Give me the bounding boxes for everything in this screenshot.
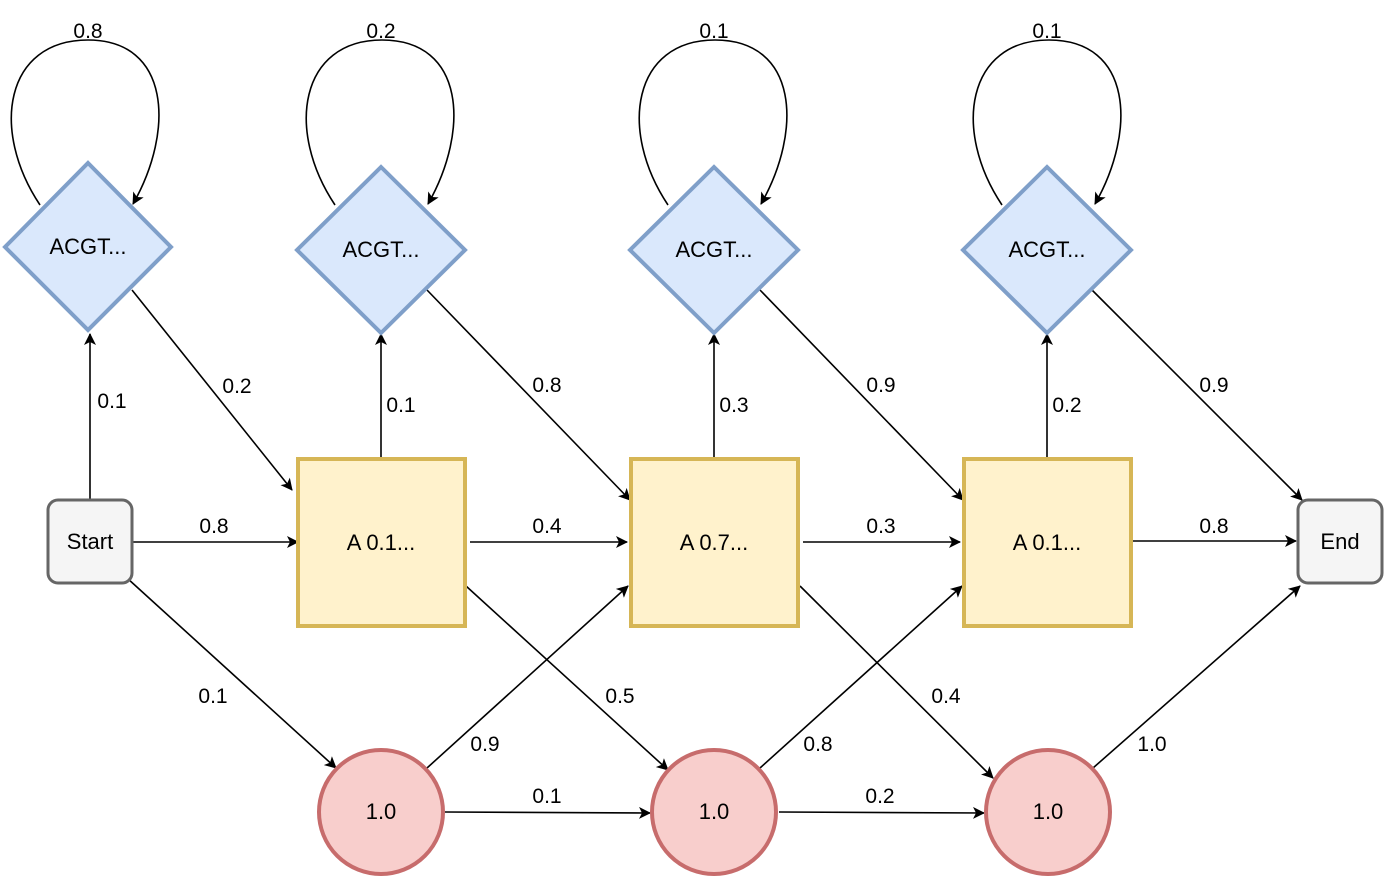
edge-start-delete — [126, 577, 337, 769]
label-start-insert: 0.1 — [97, 390, 126, 413]
insert-state-0[interactable]: ACGT... — [2, 160, 174, 333]
match-state-2-shape — [962, 457, 1133, 628]
delete-state-0-label: 1.0 — [366, 799, 397, 824]
insert-state-3-label: ACGT... — [1008, 237, 1085, 262]
end-node-shape — [1296, 498, 1384, 585]
insert-state-3-shape — [960, 164, 1134, 336]
label-insert1-next: 0.8 — [532, 374, 561, 397]
match-state-0[interactable]: A 0.1... — [296, 457, 467, 628]
edge-delete0-delete1 — [444, 806, 651, 819]
label-start-match: 0.8 — [199, 515, 228, 538]
insert-state-2-shape — [627, 164, 801, 336]
edge-match1-delete2 — [799, 585, 994, 779]
insert-state-2-label: ACGT... — [675, 237, 752, 262]
insert-state-0-shape — [2, 160, 174, 333]
insert-state-3[interactable]: ACGT... — [960, 164, 1134, 336]
delete-state-1-shape — [650, 748, 778, 876]
delete-state-2-shape — [984, 748, 1112, 876]
label-match0-delete: 0.5 — [605, 685, 634, 708]
label-match2-insert: 0.2 — [1052, 394, 1081, 417]
edge-delete2-end — [1092, 585, 1301, 769]
match-state-1-label: A 0.7... — [680, 530, 749, 555]
label-delete0-delete1: 0.1 — [532, 785, 561, 808]
match-state-2[interactable]: A 0.1... — [962, 457, 1133, 628]
label-insert-self-3: 0.1 — [1032, 20, 1061, 43]
match-state-1-shape — [629, 457, 800, 628]
label-match0-match1: 0.4 — [532, 515, 562, 538]
insert-self-loop-2 — [638, 39, 788, 206]
label-match1-delete: 0.4 — [931, 685, 961, 708]
label-match2-end: 0.8 — [1199, 515, 1228, 538]
delete-state-2-label: 1.0 — [1033, 799, 1064, 824]
match-state-1[interactable]: A 0.7... — [629, 457, 800, 628]
label-delete0-match: 0.9 — [470, 733, 499, 756]
label-insert2-next: 0.9 — [866, 374, 895, 397]
label-start-delete: 0.1 — [198, 685, 227, 708]
edge-delete1-match2 — [759, 585, 963, 769]
match-state-0-label: A 0.1... — [347, 530, 416, 555]
edge-insert1-match1 — [426, 289, 631, 501]
start-node-label: Start — [67, 529, 113, 554]
insert-state-0-label: ACGT... — [49, 234, 126, 259]
label-match1-insert: 0.3 — [719, 394, 748, 417]
label-delete1-delete2: 0.2 — [865, 785, 894, 808]
insert-self-loop-0 — [10, 39, 160, 206]
end-node-label: End — [1320, 529, 1359, 554]
edge-delete1-delete2 — [778, 806, 985, 819]
insert-self-loop-1 — [305, 39, 455, 206]
delete-state-0-shape — [317, 748, 445, 876]
label-insert3-next: 0.9 — [1199, 374, 1228, 397]
edges — [10, 39, 1303, 819]
edge-insert2-match2 — [759, 289, 964, 501]
delete-state-1[interactable]: 1.0 — [650, 748, 778, 876]
start-node-shape — [46, 498, 134, 585]
match-state-0-shape — [296, 457, 467, 628]
label-delete2-end: 1.0 — [1137, 733, 1166, 756]
edge-match0-delete1 — [465, 585, 669, 771]
edge-delete0-match1 — [426, 585, 629, 769]
insert-state-1[interactable]: ACGT... — [294, 164, 468, 336]
delete-state-0[interactable]: 1.0 — [317, 748, 445, 876]
label-insert-self-0: 0.8 — [73, 20, 102, 43]
edge-insert3-end — [1091, 289, 1303, 501]
delete-state-2[interactable]: 1.0 — [984, 748, 1112, 876]
start-node[interactable]: Start — [46, 498, 134, 585]
edge-insert0-match0 — [131, 289, 293, 491]
label-insert-self-1: 0.2 — [366, 20, 395, 43]
insert-self-loop-3 — [972, 39, 1122, 206]
end-node[interactable]: End — [1296, 498, 1384, 585]
label-delete1-match: 0.8 — [803, 733, 832, 756]
label-match1-match2: 0.3 — [866, 515, 895, 538]
edge-labels: 0.8 0.2 0.1 0.1 0.1 0.8 0.1 0.2 0.8 0.9 … — [73, 20, 1228, 808]
label-insert-self-2: 0.1 — [699, 20, 728, 43]
delete-state-1-label: 1.0 — [699, 799, 730, 824]
label-insert0-next: 0.2 — [222, 375, 251, 398]
nodes: Start End ACGT... ACGT... ACGT... ACGT..… — [2, 160, 1384, 876]
insert-state-2[interactable]: ACGT... — [627, 164, 801, 336]
insert-state-1-label: ACGT... — [342, 237, 419, 262]
label-match0-insert: 0.1 — [386, 394, 415, 417]
match-state-2-label: A 0.1... — [1013, 530, 1082, 555]
insert-state-1-shape — [294, 164, 468, 336]
